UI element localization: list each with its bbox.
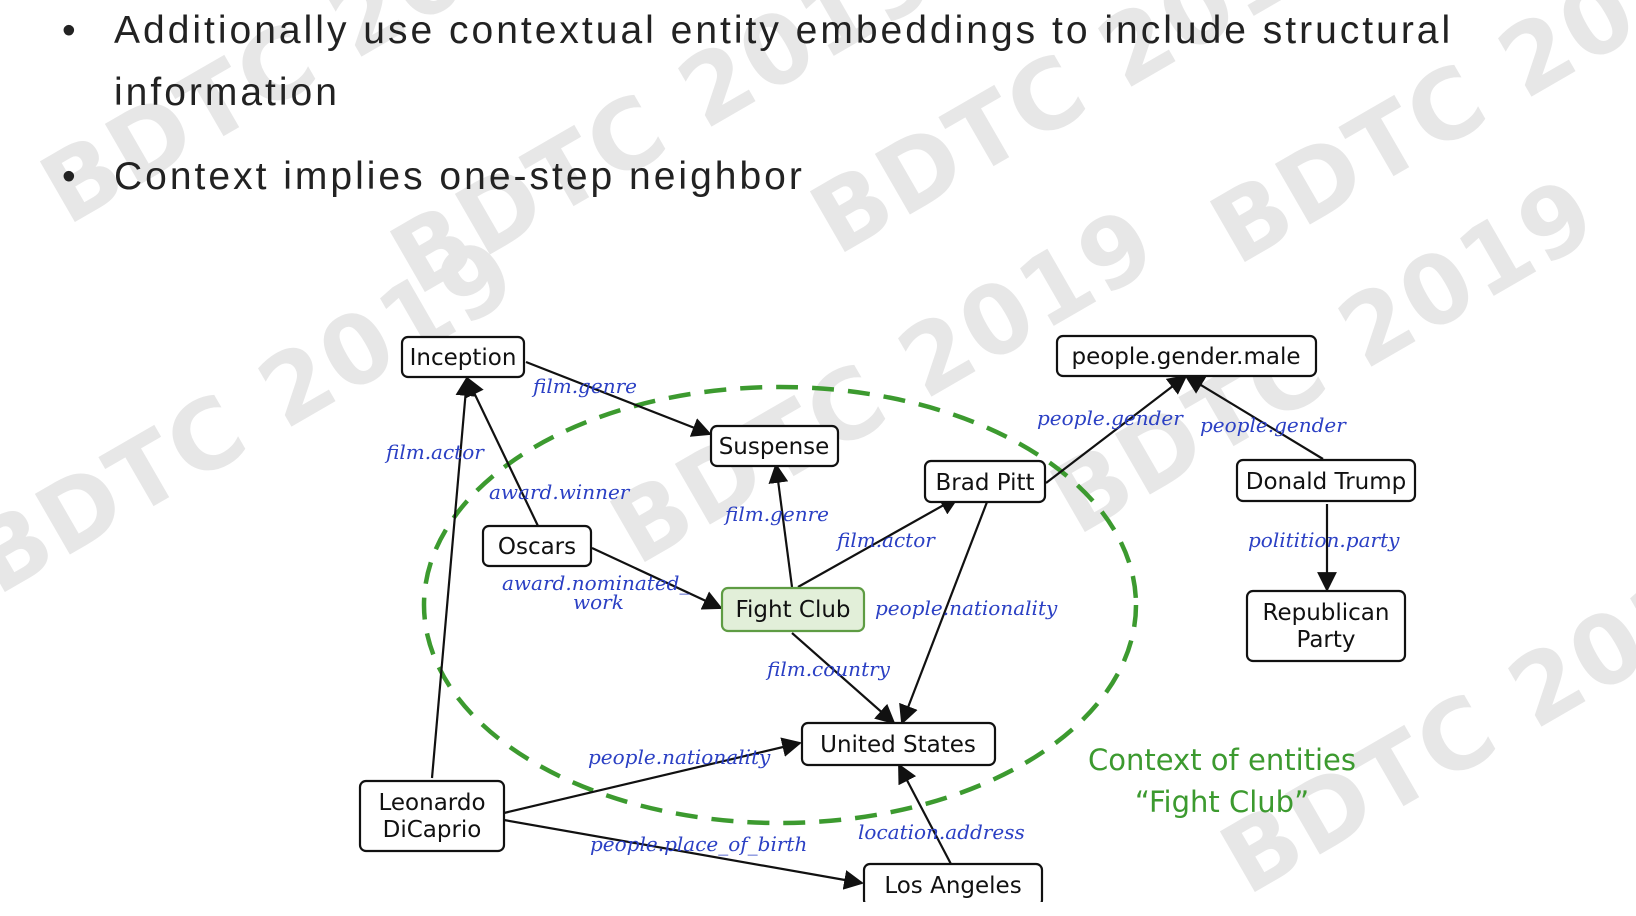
edge-trump-gender bbox=[1184, 374, 1324, 460]
node-label: DiCaprio bbox=[383, 817, 482, 843]
node-label: Leonardo bbox=[378, 790, 485, 816]
edge-label-trump-party: politition.party bbox=[1248, 528, 1400, 552]
node-people-gender-male: people.gender.male bbox=[1055, 334, 1318, 378]
edge-label-leo-inception: film.actor bbox=[384, 440, 485, 464]
node-label: Suspense bbox=[719, 434, 830, 460]
node-label: Fight Club bbox=[735, 597, 850, 623]
edge-label-fc-us: film.country bbox=[765, 657, 891, 681]
edges bbox=[430, 360, 1337, 890]
edge-oscars-inception bbox=[465, 376, 539, 527]
edge-fc-suspense bbox=[768, 463, 794, 588]
node-brad-pitt: Brad Pitt bbox=[923, 459, 1047, 504]
node-republican-party: Republican Party bbox=[1245, 589, 1407, 663]
node-label: Oscars bbox=[498, 534, 576, 560]
edge-label-leo-us: people.nationality bbox=[588, 745, 771, 769]
node-fight-club: Fight Club bbox=[720, 586, 866, 633]
edge-label-oscars-fc: award.nominated_ bbox=[502, 571, 689, 595]
edge-label-fc-suspense: film.genre bbox=[723, 502, 829, 526]
bullet-text: information bbox=[114, 71, 340, 114]
context-caption-line1: Context of entities bbox=[1088, 743, 1356, 777]
edge-fc-us bbox=[791, 632, 896, 725]
node-united-states: United States bbox=[800, 721, 997, 767]
edge-label-la-us: location.address bbox=[858, 820, 1025, 844]
node-leonardo-dicaprio: Leonardo DiCaprio bbox=[358, 779, 506, 853]
node-label: people.gender.male bbox=[1071, 344, 1300, 370]
edge-label-inception-suspense: film.genre bbox=[531, 374, 637, 398]
bullet-marker: • bbox=[62, 9, 79, 52]
edge-oscars-fc bbox=[591, 547, 723, 610]
edge-fc-brad bbox=[797, 496, 960, 588]
edge-labels: film.genre film.actor award.winner film.… bbox=[384, 374, 1400, 856]
edge-label-oscars-inception: award.winner bbox=[489, 480, 631, 504]
edge-leo-us bbox=[503, 737, 802, 815]
node-los-angeles: Los Angeles bbox=[862, 862, 1044, 902]
edge-brad-us bbox=[899, 501, 989, 725]
bullet-text: Context implies one-step neighbor bbox=[114, 155, 805, 198]
node-label: United States bbox=[820, 732, 976, 758]
context-caption-line2: “Fight Club” bbox=[1135, 785, 1309, 819]
node-label: Los Angeles bbox=[884, 873, 1021, 899]
nodes: Inception Suspense Oscars Fight Club Bra… bbox=[358, 334, 1417, 902]
edge-inception-suspense bbox=[525, 360, 712, 437]
node-label: Brad Pitt bbox=[935, 470, 1034, 496]
bullet-marker: • bbox=[62, 155, 79, 198]
node-label: Donald Trump bbox=[1246, 469, 1406, 495]
edge-label-oscars-fc-2: work bbox=[573, 590, 624, 614]
edge-label-brad-gender: people.gender bbox=[1037, 406, 1184, 430]
node-label: Republican bbox=[1263, 600, 1390, 626]
edge-leo-la bbox=[503, 818, 864, 890]
node-label: Party bbox=[1296, 627, 1355, 653]
edge-label-fc-brad: film.actor bbox=[835, 528, 936, 552]
edge-brad-gender bbox=[1045, 374, 1188, 484]
edge-leo-inception bbox=[430, 376, 476, 779]
node-label: Inception bbox=[410, 345, 517, 371]
edge-la-us bbox=[898, 763, 953, 867]
context-ellipse bbox=[421, 384, 1139, 826]
node-suspense: Suspense bbox=[709, 424, 840, 468]
node-donald-trump: Donald Trump bbox=[1235, 458, 1417, 503]
bullet-text: Additionally use contextual entity embed… bbox=[114, 9, 1454, 52]
edge-label-trump-gender: people.gender bbox=[1200, 413, 1347, 437]
edge-label-brad-us: people.nationality bbox=[875, 596, 1058, 620]
edge-label-leo-la: people.place_of_birth bbox=[590, 832, 807, 856]
node-oscars: Oscars bbox=[481, 524, 593, 568]
node-inception: Inception bbox=[400, 335, 526, 379]
